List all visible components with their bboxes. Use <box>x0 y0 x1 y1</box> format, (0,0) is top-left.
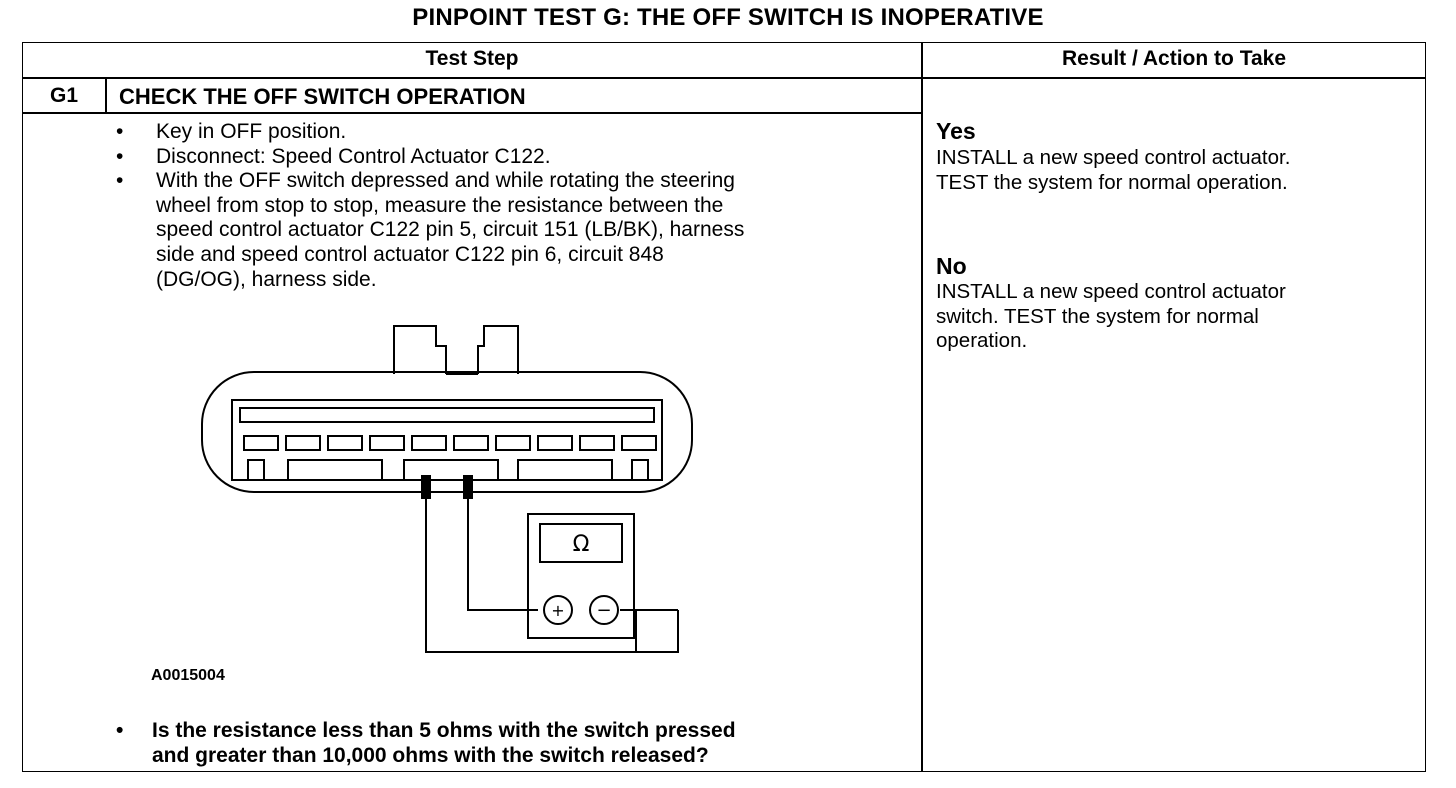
minus-symbol: − <box>596 600 611 621</box>
ohm-symbol: Ω <box>573 532 590 557</box>
header-test-step: Test Step <box>425 47 519 70</box>
connector-ohmmeter-diagram: Ω + − <box>201 325 693 653</box>
result-no-label: No <box>936 253 967 279</box>
ohmmeter-display <box>539 523 623 563</box>
bullet-glyph: • <box>116 169 124 193</box>
connector-pin <box>621 435 657 451</box>
pinpoint-test-table: Test Step Result / Action to Take G1 CHE… <box>22 42 1426 772</box>
step-id: G1 <box>49 84 78 107</box>
connector-pin <box>285 435 321 451</box>
connector-pin <box>411 435 447 451</box>
plus-symbol: + <box>551 601 564 620</box>
ohmmeter: Ω + − <box>527 513 635 639</box>
result-no-text: INSTALL a new speed control actuator swi… <box>936 280 1286 353</box>
page-title: PINPOINT TEST G: THE OFF SWITCH IS INOPE… <box>412 4 1044 31</box>
instruction-item: • With the OFF switch depressed and while… <box>116 169 744 292</box>
result-yes-label: Yes <box>936 118 976 144</box>
probe-leads <box>421 475 679 653</box>
bullet-glyph: • <box>116 719 124 742</box>
connector-pin <box>537 435 573 451</box>
ohmmeter-body <box>527 513 635 639</box>
connector-pin <box>453 435 489 451</box>
bullet-glyph: • <box>116 144 124 168</box>
probe-tip <box>421 475 431 499</box>
figure-label: A0015004 <box>151 667 225 684</box>
connector-pin <box>369 435 405 451</box>
step-title: CHECK THE OFF SWITCH OPERATION <box>119 84 526 109</box>
connector-bottom-slots <box>247 459 649 481</box>
instruction-item: • Disconnect: Speed Control Actuator C122… <box>116 145 744 170</box>
connector-pin <box>579 435 615 451</box>
minus-terminal-icon <box>589 595 619 625</box>
step-instructions: • Key in OFF position. • Disconnect: Speed… <box>116 120 744 292</box>
connector-latch-icon <box>393 325 519 375</box>
instruction-text: Disconnect: Speed Control Actuator C122. <box>156 144 551 168</box>
bullet-glyph: • <box>116 120 124 143</box>
probe-tip <box>463 475 473 499</box>
header-divider <box>23 77 1425 79</box>
instruction-item: • Key in OFF position. <box>116 120 744 145</box>
connector-pin-row <box>243 435 657 451</box>
connector-pin <box>495 435 531 451</box>
plus-terminal-icon <box>543 595 573 625</box>
instruction-text: Key in OFF position. <box>156 120 347 143</box>
step-id-divider <box>105 78 107 112</box>
header-result-action: Result / Action to Take <box>1061 47 1287 70</box>
connector-pin <box>243 435 279 451</box>
instruction-text: With the OFF switch depressed and while … <box>156 169 745 291</box>
question-text: Is the resistance less than 5 ohms with … <box>152 719 736 767</box>
step-question: • Is the resistance less than 5 ohms with… <box>116 719 736 768</box>
result-yes-text: INSTALL a new speed control actuator. TE… <box>936 146 1291 194</box>
connector-pin <box>327 435 363 451</box>
column-divider <box>921 43 923 771</box>
connector-body <box>201 371 693 493</box>
step-title-divider <box>23 112 921 114</box>
connector-top-strip <box>239 407 655 423</box>
